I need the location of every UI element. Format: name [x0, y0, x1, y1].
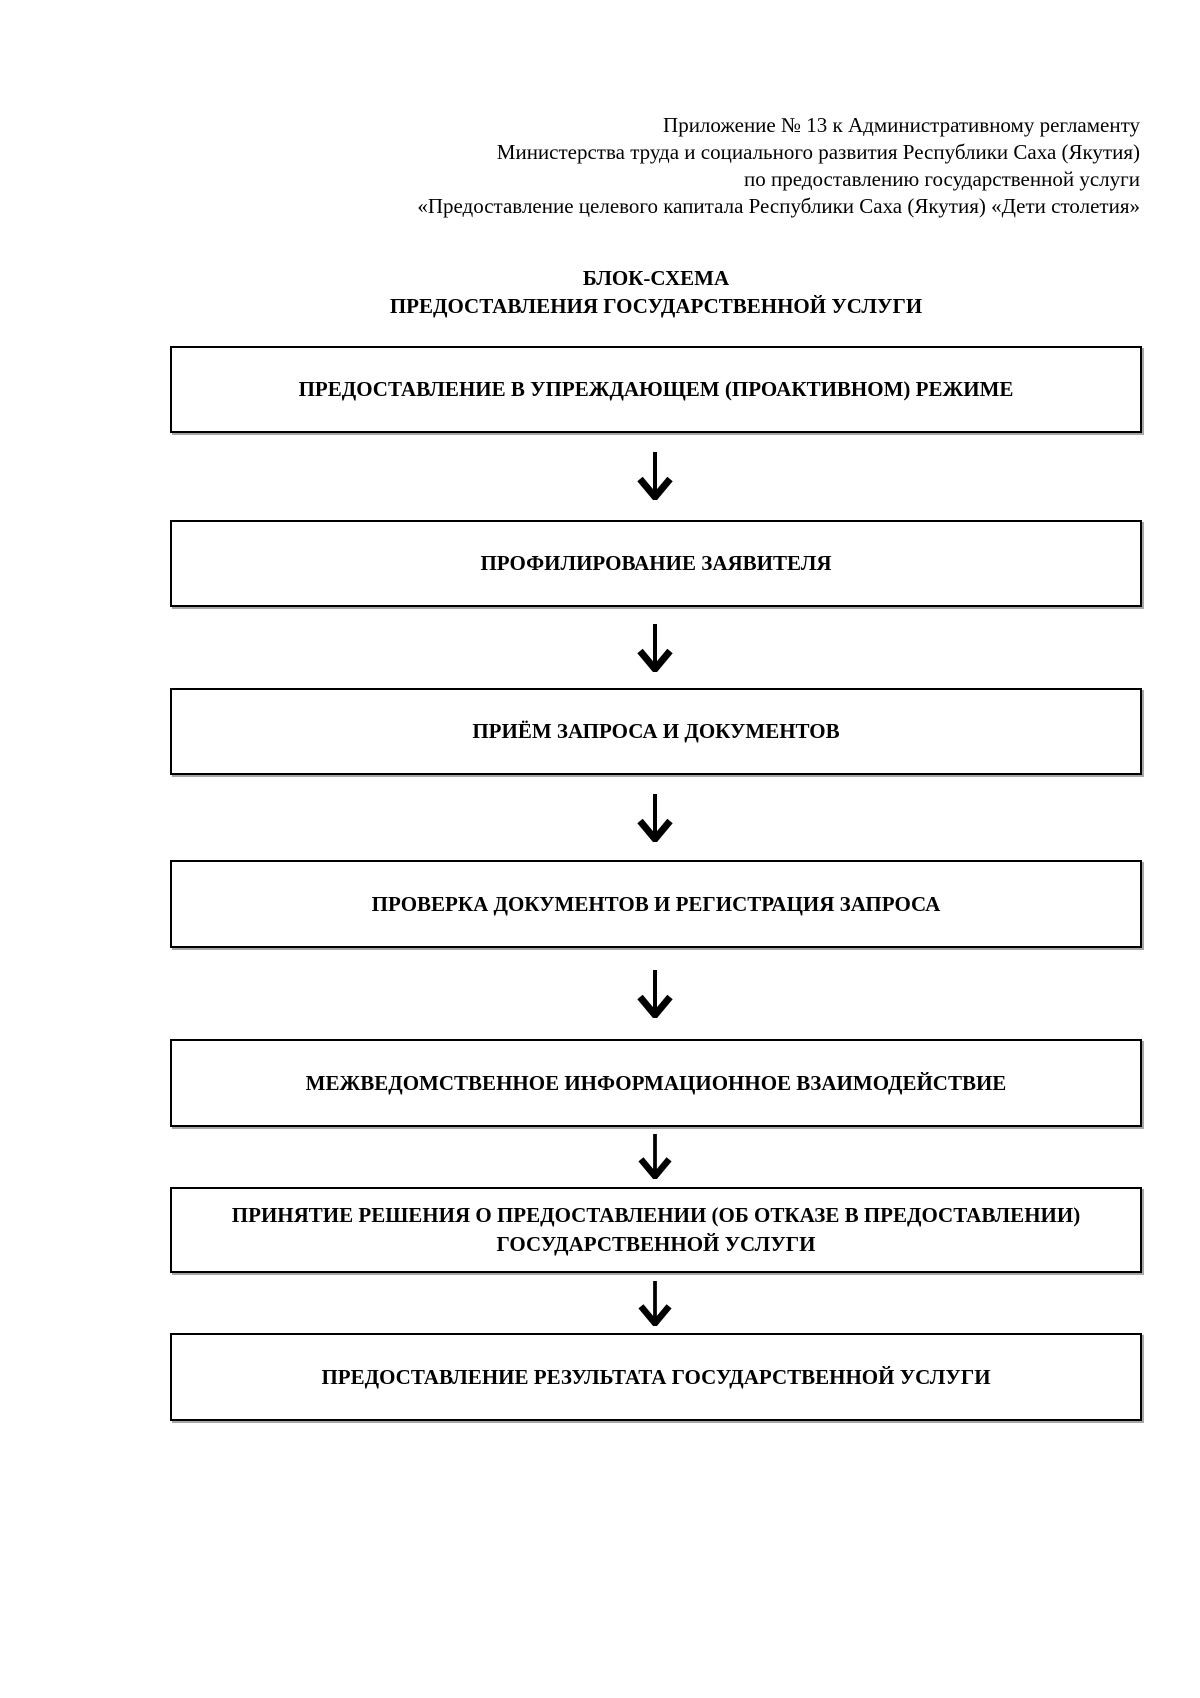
page-title: БЛОК-СХЕМА ПРЕДОСТАВЛЕНИЯ ГОСУДАРСТВЕННО…	[170, 264, 1142, 320]
flowchart-step-label: ПРИНЯТИЕ РЕШЕНИЯ О ПРЕДОСТАВЛЕНИИ (ОБ ОТ…	[231, 1203, 1081, 1256]
appendix-header-line: Министерства труда и социального развити…	[496, 140, 1140, 164]
appendix-header-line: Приложение № 13 к Административному регл…	[663, 113, 1140, 137]
flowchart-step-label: ПРИЁМ ЗАПРОСА И ДОКУМЕНТОВ	[472, 719, 840, 743]
flowchart-step-result-provision: ПРЕДОСТАВЛЕНИЕ РЕЗУЛЬТАТА ГОСУДАРСТВЕННО…	[170, 1333, 1142, 1421]
down-arrow-icon	[635, 624, 675, 672]
flowchart-step-request-reception: ПРИЁМ ЗАПРОСА И ДОКУМЕНТОВ	[170, 688, 1142, 775]
down-arrow-icon	[635, 1134, 675, 1179]
down-arrow-icon	[635, 1281, 675, 1326]
appendix-header-line: по предоставлению государственной услуги	[744, 167, 1140, 191]
page-title-line-2: ПРЕДОСТАВЛЕНИЯ ГОСУДАРСТВЕННОЙ УСЛУГИ	[389, 294, 923, 318]
flowchart-step-label: ПРОВЕРКА ДОКУМЕНТОВ И РЕГИСТРАЦИЯ ЗАПРОС…	[371, 891, 941, 916]
flowchart-step-interagency-interaction: МЕЖВЕДОМСТВЕННОЕ ИНФОРМАЦИОННОЕ ВЗАИМОДЕ…	[170, 1039, 1142, 1127]
flowchart-step-document-check: ПРОВЕРКА ДОКУМЕНТОВ И РЕГИСТРАЦИЯ ЗАПРОС…	[170, 860, 1142, 948]
down-arrow-icon	[635, 794, 675, 842]
flowchart-step-label: ПРОФИЛИРОВАНИЕ ЗАЯВИТЕЛЯ	[480, 551, 832, 575]
flowchart-step-label: МЕЖВЕДОМСТВЕННОЕ ИНФОРМАЦИОННОЕ ВЗАИМОДЕ…	[305, 1070, 1007, 1095]
flowchart-step-label: ПРЕДОСТАВЛЕНИЕ РЕЗУЛЬТАТА ГОСУДАРСТВЕННО…	[321, 1364, 991, 1389]
flowchart-step-proactive-mode: ПРЕДОСТАВЛЕНИЕ В УПРЕЖДАЮЩЕМ (ПРОАКТИВНО…	[170, 346, 1142, 433]
down-arrow-icon	[635, 970, 675, 1018]
flowchart-step-applicant-profiling: ПРОФИЛИРОВАНИЕ ЗАЯВИТЕЛЯ	[170, 520, 1142, 607]
flowchart-step-label: ПРЕДОСТАВЛЕНИЕ В УПРЕЖДАЮЩЕМ (ПРОАКТИВНО…	[298, 377, 1014, 401]
down-arrow-icon	[635, 452, 675, 500]
appendix-header-line: «Предоставление целевого капитала Респуб…	[417, 194, 1140, 218]
appendix-header: Приложение № 13 к Административному регл…	[120, 112, 1140, 220]
flowchart-step-decision-making: ПРИНЯТИЕ РЕШЕНИЯ О ПРЕДОСТАВЛЕНИИ (ОБ ОТ…	[170, 1187, 1142, 1273]
page-title-line-1: БЛОК-СХЕМА	[582, 266, 730, 290]
